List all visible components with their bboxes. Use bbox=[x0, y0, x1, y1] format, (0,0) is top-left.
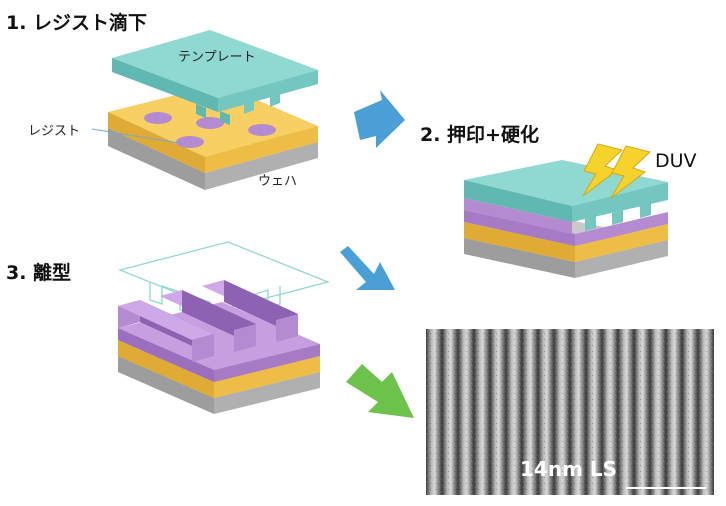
wafer-label: ウェハ bbox=[258, 174, 298, 189]
step1-wafer-side bbox=[205, 142, 318, 190]
step1-template-side bbox=[218, 70, 318, 112]
sem-caption: 14nm LS bbox=[520, 457, 618, 481]
step2-imprint-front bbox=[464, 210, 575, 246]
step1-template-front bbox=[112, 58, 218, 112]
step3-resist-side bbox=[214, 356, 320, 398]
step3-residual-side bbox=[214, 344, 320, 382]
template-label: テンプレート bbox=[178, 50, 256, 65]
step1-wafer-front bbox=[108, 128, 205, 190]
ridge bbox=[276, 314, 298, 342]
step1-resist-layer-front bbox=[108, 112, 205, 173]
sem-image: 14nm LS bbox=[426, 329, 714, 495]
ridge bbox=[192, 334, 214, 362]
resist-drop bbox=[176, 136, 204, 148]
resist-drop bbox=[196, 117, 224, 129]
step3-stack bbox=[117, 241, 331, 414]
step2-wafer-front bbox=[464, 238, 575, 278]
step2-resist-front bbox=[464, 222, 575, 262]
resist-leader-line bbox=[91, 128, 186, 145]
template-tooth bbox=[220, 111, 230, 125]
sem-lines bbox=[426, 329, 714, 495]
template-tooth bbox=[585, 216, 596, 231]
step2-template-front bbox=[464, 180, 572, 222]
scale-bar bbox=[626, 487, 706, 489]
ridge bbox=[118, 300, 214, 340]
template-tooth bbox=[612, 210, 623, 225]
step3-residual-front bbox=[118, 328, 214, 382]
lightning-icon bbox=[610, 145, 652, 199]
ridge bbox=[234, 324, 256, 352]
duv-label: DUV bbox=[655, 150, 697, 172]
template-tooth bbox=[244, 100, 254, 114]
arrow-step1-to-step2 bbox=[354, 90, 405, 148]
template-tooth bbox=[270, 93, 280, 107]
arrow-step3-to-sem bbox=[346, 364, 414, 418]
step2-resist-side bbox=[575, 224, 668, 262]
step2-wafer-side bbox=[575, 240, 668, 278]
resist-label: レジスト bbox=[28, 124, 81, 139]
step1-stack bbox=[91, 30, 318, 190]
step1-template-top bbox=[112, 30, 318, 98]
step2-stack bbox=[464, 143, 668, 278]
resist-drop bbox=[248, 124, 276, 136]
step3-wafer-side bbox=[214, 372, 320, 414]
step3-wafer-front bbox=[118, 356, 214, 414]
step1-resist-layer-side bbox=[205, 126, 318, 173]
step3-resist-front bbox=[118, 340, 214, 398]
step2-imprint-side bbox=[575, 212, 668, 246]
template-tooth bbox=[196, 104, 206, 118]
step2-purple-band bbox=[464, 198, 572, 234]
step2-template-side bbox=[572, 182, 668, 222]
arrow-step2-to-step3 bbox=[340, 246, 395, 290]
lightning-icon bbox=[582, 143, 624, 197]
step1-title: 1. レジスト滴下 bbox=[6, 12, 148, 34]
step2-title: 2. 押印+硬化 bbox=[420, 124, 539, 146]
template-tooth bbox=[640, 203, 651, 218]
step3-title: 3. 離型 bbox=[6, 262, 72, 284]
resist-drop bbox=[144, 112, 172, 124]
